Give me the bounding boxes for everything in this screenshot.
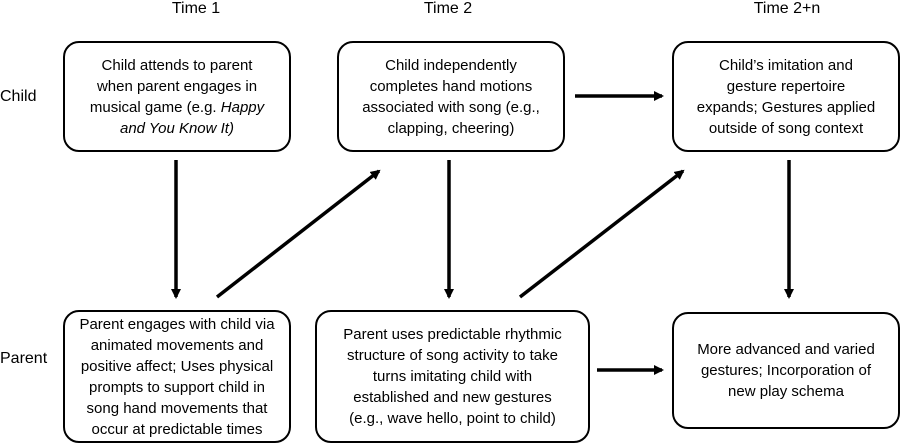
box-child-time-2n: Child’s imitation and gesture repertoire… — [672, 41, 900, 152]
box-text-line: Child attends to parent — [101, 56, 253, 74]
box-parent-time-2n: More advanced and varied gestures; Incor… — [672, 312, 900, 429]
box-text-line: gestures; Incorporation of — [700, 362, 872, 379]
box-parent-time-1: Parent engages with child via animated m… — [63, 310, 291, 443]
box-text-line: Child independently — [385, 56, 517, 74]
box-text-line: turns imitating child with — [372, 368, 533, 385]
box-text-line: outside of song context — [708, 119, 864, 137]
arrow-parent-t2-to-child-t3 — [518, 169, 685, 299]
box-text-line: clapping, cheering) — [387, 119, 515, 137]
box-text-line: song hand movements that — [86, 399, 268, 417]
box-text-line: associated with song (e.g., — [362, 98, 540, 116]
box-text-line: positive affect; Uses physical — [80, 357, 274, 375]
column-header-time-2n: Time 2+n — [753, 0, 821, 17]
column-header-time-1: Time 1 — [171, 0, 221, 17]
box-text-line: established and new gestures — [353, 389, 552, 406]
box-text-line: new play schema — [728, 383, 844, 400]
box-text-line: Parent uses predictable rhythmic — [343, 326, 562, 343]
box-text-line: structure of song activity to take — [347, 347, 558, 364]
box-text-italic-line: and You Know It) — [120, 119, 234, 137]
box-text-line: animated movements and — [90, 336, 264, 354]
box-text-line: Parent engages with child via — [79, 315, 275, 333]
box-text-line: prompts to support child in — [89, 378, 265, 396]
box-text-line: More advanced and varied — [697, 341, 875, 358]
box-text-line: musical game (e.g. Happy — [90, 97, 264, 118]
arrow-parent-t1-to-child-t2 — [215, 169, 381, 299]
box-text-line: (e.g., wave hello, point to child) — [349, 410, 556, 427]
box-text-italic: Happy — [220, 98, 265, 116]
box-text-line: when parent engages in — [96, 77, 258, 95]
box-child-time-2: Child independently completes hand motio… — [337, 41, 565, 152]
box-text-line: completes hand motions — [369, 77, 533, 95]
row-header-child: Child — [0, 88, 37, 105]
box-text-segment: musical game (e.g. — [89, 98, 221, 116]
box-text-line: Child’s imitation and — [719, 56, 853, 74]
column-header-time-2: Time 2 — [423, 0, 473, 17]
box-text-line: occur at predictable times — [91, 420, 263, 438]
box-text-line: expands; Gestures applied — [696, 98, 876, 116]
box-text-line: gesture repertoire — [726, 77, 846, 95]
box-child-time-1: Child attends to parent when parent enga… — [63, 41, 291, 152]
box-parent-time-2: Parent uses predictable rhythmic structu… — [315, 310, 590, 443]
row-header-parent: Parent — [0, 350, 48, 367]
